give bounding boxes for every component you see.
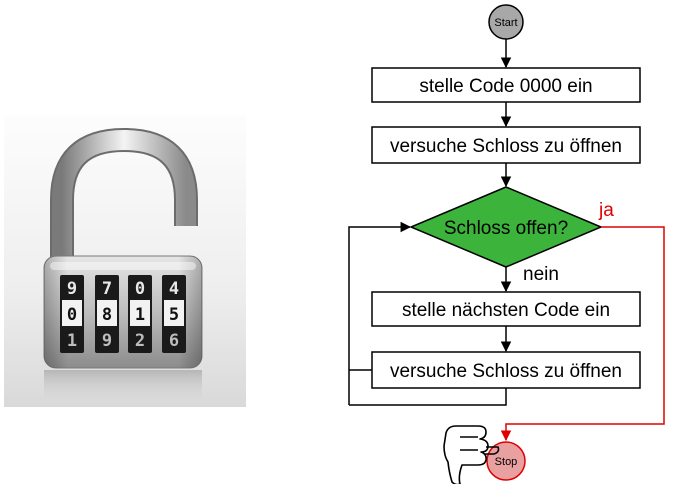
dial-3-top-digit: 0: [135, 279, 145, 299]
start-node: Start: [488, 4, 524, 40]
step4-label: versuche Schloss zu öffnen: [390, 361, 622, 382]
dial-1[interactable]: 9 0 1: [60, 275, 84, 353]
dial-2-current-digit: 8: [102, 305, 112, 325]
flowchart: Start stelle Code 0000 ein versuche Schl…: [348, 4, 665, 484]
dial-4-bottom-digit: 6: [169, 331, 179, 351]
dial-2[interactable]: 7 8 9: [95, 275, 119, 353]
step2-label: versuche Schloss zu öffnen: [390, 136, 622, 157]
stop-label: Stop: [495, 456, 518, 468]
dial-2-bottom-digit: 9: [102, 331, 112, 351]
padlock-reflection: [44, 370, 202, 406]
arrow-loop-back: [348, 221, 412, 405]
loop-connector: [349, 388, 507, 406]
step-next-code: stelle nächsten Code ein: [371, 291, 641, 327]
dial-1-top-digit: 9: [67, 279, 77, 299]
dial-4-top-digit: 4: [169, 279, 179, 299]
dial-3[interactable]: 0 1 2: [128, 275, 152, 353]
step3-label: stelle nächsten Code ein: [402, 300, 610, 321]
stop-node: Stop: [486, 441, 526, 481]
step1-label: stelle Code 0000 ein: [419, 76, 592, 97]
shackle: [52, 129, 196, 262]
combination-dials: 9 0 1 7 8 9 0 1 2 4 5: [60, 275, 186, 353]
step-set-code-0000: stelle Code 0000 ein: [371, 67, 641, 103]
no-label: nein: [523, 264, 559, 285]
thumbs-down-icon: [443, 425, 500, 484]
dial-2-top-digit: 7: [102, 279, 112, 299]
dial-1-current-digit: 0: [67, 305, 77, 325]
start-label: Start: [494, 17, 517, 29]
dial-3-bottom-digit: 2: [135, 331, 145, 351]
dial-4-current-digit: 5: [169, 305, 179, 325]
dial-4[interactable]: 4 5 6: [162, 275, 186, 353]
step-try-open-again: versuche Schloss zu öffnen: [371, 351, 641, 389]
decision-lock-open: Schloss offen?: [409, 186, 603, 268]
padlock-image: 9 0 1 7 8 9 0 1 2 4 5: [4, 115, 246, 407]
yes-label: ja: [598, 200, 614, 221]
dial-1-bottom-digit: 1: [67, 331, 77, 351]
step-try-open: versuche Schloss zu öffnen: [371, 126, 641, 164]
decision-label: Schloss offen?: [444, 218, 568, 239]
arrow-yes-to-stop: [500, 226, 665, 442]
dial-3-current-digit: 1: [135, 305, 145, 325]
